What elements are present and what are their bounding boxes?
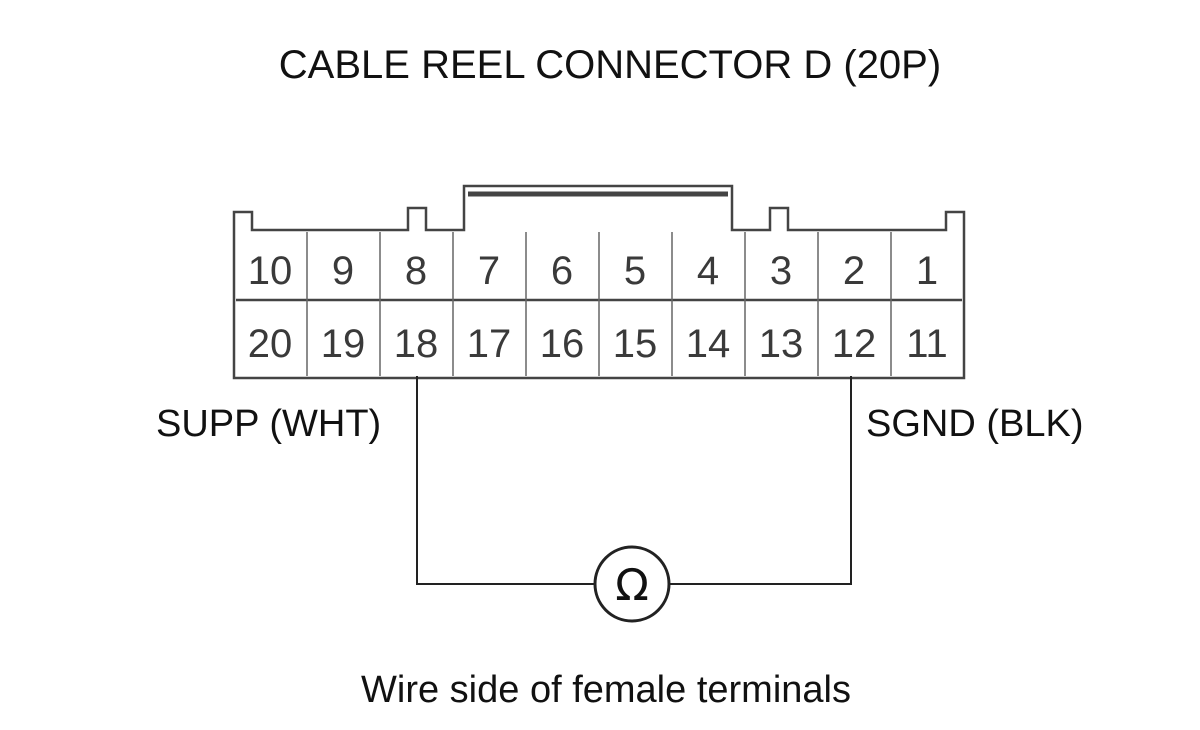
wire-label-supp: SUPP (WHT): [156, 403, 381, 445]
pin-label: 3: [770, 249, 792, 293]
pin-label: 4: [697, 249, 719, 293]
pin-label: 15: [613, 322, 658, 366]
ohm-symbol: Ω: [615, 560, 649, 611]
wire-supp: [416, 376, 595, 585]
pin-labels-bottom: 20 19 18 17 16 15 14 13 12 11: [248, 322, 948, 366]
pin-label: 18: [394, 322, 439, 366]
wire-label-sgnd: SGND (BLK): [866, 403, 1083, 445]
pin-label: 1: [916, 249, 938, 293]
diagram-caption: Wire side of female terminals: [361, 669, 851, 711]
ohmmeter-icon: [593, 545, 671, 623]
wire-sgnd: [670, 376, 852, 585]
pin-label: 10: [248, 249, 293, 293]
pin-label: 13: [759, 322, 804, 366]
pin-labels-top: 10 9 8 7 6 5 4 3 2 1: [248, 249, 938, 293]
pin-row-bottom: [306, 300, 892, 376]
pin-label: 6: [551, 249, 573, 293]
pin-label: 9: [332, 249, 354, 293]
pin-label: 8: [405, 249, 427, 293]
pin-label: 2: [843, 249, 865, 293]
pin-label: 16: [540, 322, 585, 366]
pin-label: 20: [248, 322, 293, 366]
pin-label: 11: [906, 322, 948, 366]
pin-row-top: [306, 232, 892, 300]
pin-label: 19: [321, 322, 366, 366]
pin-label: 14: [686, 322, 731, 366]
pin-label: 7: [478, 249, 500, 293]
pin-label: 5: [624, 249, 646, 293]
pin-label: 12: [832, 322, 877, 366]
test-circuit: [416, 376, 852, 623]
connector-outline: [232, 184, 966, 380]
pin-label: 17: [467, 322, 512, 366]
diagram-title: CABLE REEL CONNECTOR D (20P): [279, 43, 941, 87]
